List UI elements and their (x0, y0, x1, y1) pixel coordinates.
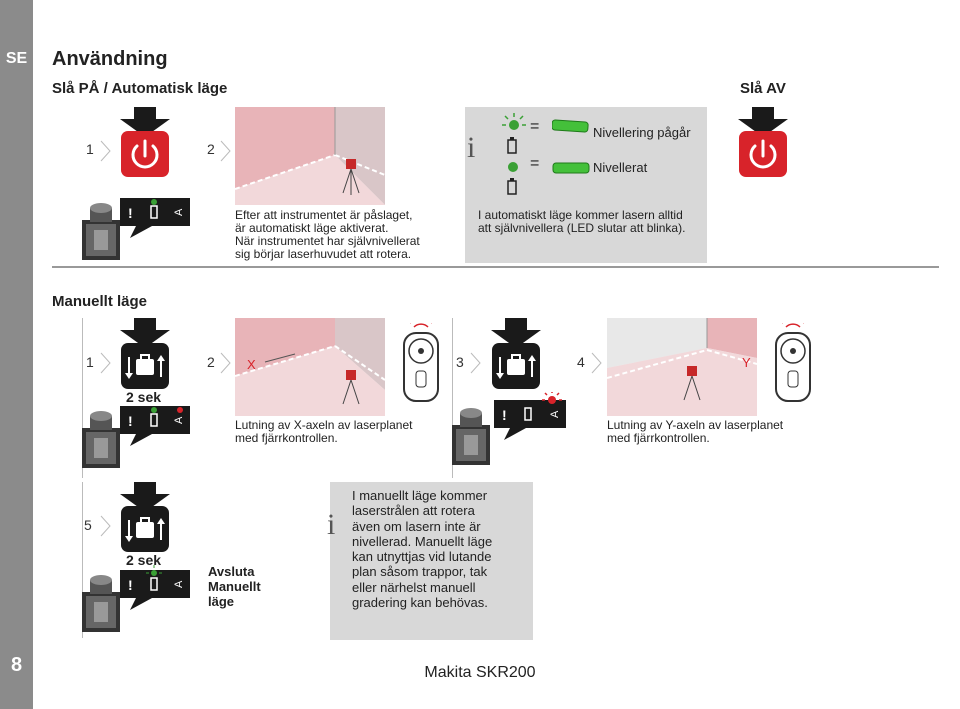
step-chevron-icon (220, 140, 231, 162)
sidebar: SE 8 (0, 0, 33, 709)
battery-icon (507, 178, 517, 195)
remote-control-icon (403, 323, 439, 402)
hold-duration-label: 2 sek (126, 552, 162, 568)
svg-text:!: ! (502, 407, 507, 423)
footer-model-name: Makita SKR200 (424, 664, 536, 681)
hold-duration-label: 2 sek (126, 389, 162, 405)
y-axis-label: Y (742, 355, 751, 370)
levelled-label: Nivellerat (593, 160, 648, 175)
manual-step-4-number: 4 (577, 354, 585, 370)
step-chevron-icon (100, 515, 111, 537)
column-divider (82, 318, 83, 478)
svg-text:A: A (173, 208, 185, 216)
svg-text:A: A (173, 580, 185, 588)
exit-manual-label: Avsluta Manuellt läge (208, 564, 261, 609)
battery-icon (507, 137, 517, 154)
manual-info-text: I manuellt läge kommer laserstrålen att … (352, 488, 493, 611)
info-icon: i (467, 131, 476, 164)
led-panel: ! A (120, 198, 190, 238)
x-axis-label: X (247, 357, 256, 372)
manual-mode-button-icon[interactable] (492, 343, 540, 389)
step-chevron-icon (220, 352, 231, 374)
manual-mode-button-icon[interactable] (121, 343, 169, 389)
led-panel: ! A (120, 406, 190, 446)
manual-step-2-number: 2 (207, 354, 215, 370)
column-divider (82, 482, 83, 638)
page-title: Användning (52, 48, 168, 70)
svg-text:A: A (173, 416, 185, 424)
x-axis-description: Lutning av X-axeln av laserplanet med fj… (235, 418, 413, 445)
section-off-heading: Slå AV (740, 80, 786, 97)
section-divider (52, 266, 939, 268)
step-chevron-icon (100, 352, 111, 374)
equals-sign: = (530, 118, 540, 135)
step-chevron-icon (470, 352, 481, 374)
manual-step-3-number: 3 (456, 354, 464, 370)
power-button-icon[interactable] (121, 131, 169, 177)
led-panel: ! A (494, 392, 566, 440)
power-off-button-icon[interactable] (739, 131, 787, 177)
led-legend-box (465, 107, 707, 263)
y-axis-tilt-illustration (607, 318, 757, 416)
manual-step-1-number: 1 (86, 354, 94, 370)
svg-text:!: ! (128, 577, 133, 593)
section-manual-heading: Manuellt läge (52, 293, 148, 310)
column-divider (452, 318, 453, 478)
auto-step-2-description: Efter att instrumentet är påslaget, är a… (235, 208, 420, 261)
page-number: 8 (10, 654, 23, 676)
auto-step-1-number: 1 (86, 141, 94, 157)
led-panel: ! A (120, 565, 190, 610)
levelling-label: Nivellering pågår (593, 125, 691, 140)
svg-text:A: A (549, 410, 561, 418)
spirit-level-level-icon (552, 162, 590, 174)
svg-text:!: ! (128, 413, 133, 429)
led-blinking-icon (502, 113, 526, 130)
remote-control-icon (775, 323, 811, 402)
manual-mode-button-icon[interactable] (121, 506, 169, 552)
language-tag: SE (5, 50, 28, 67)
y-axis-description: Lutning av Y-axeln av laserplanet med fj… (607, 418, 784, 445)
x-axis-tilt-illustration (235, 318, 385, 416)
step-chevron-icon (100, 140, 111, 162)
spirit-level-tilted-icon (552, 119, 589, 133)
manual-step-5-number: 5 (84, 517, 92, 533)
equals-sign: = (530, 155, 540, 172)
section-auto-on-heading: Slå PÅ / Automatisk läge (52, 80, 228, 97)
auto-step-2-number: 2 (207, 141, 215, 157)
laser-room-illustration (235, 107, 385, 205)
led-steady-icon (508, 162, 518, 172)
auto-info-text: I automatiskt läge kommer lasern alltid … (478, 208, 686, 235)
info-icon: i (327, 508, 336, 541)
manual-info-box (330, 482, 533, 640)
step-chevron-icon (591, 352, 602, 374)
svg-text:!: ! (128, 205, 133, 221)
